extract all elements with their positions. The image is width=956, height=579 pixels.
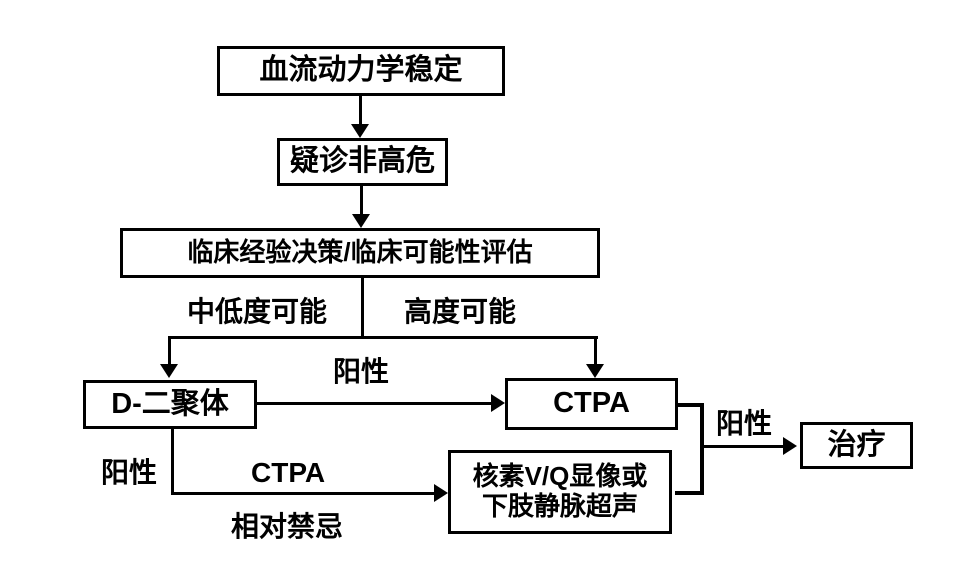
arrowhead-down-icon: [351, 124, 369, 138]
arrowhead-down-icon: [586, 364, 604, 378]
edge-label-ctpa-contraindicated-line2: 相对禁忌: [231, 511, 344, 542]
connector-bracket-to-treatment: [702, 445, 784, 448]
connector-vq-bracket-bottom: [675, 491, 704, 495]
arrowhead-right-icon: [434, 484, 448, 502]
edge-label-positive-ddimer-down: 阳性: [101, 457, 158, 488]
arrowhead-down-icon: [352, 214, 370, 228]
connector-suspected-to-assessment: [360, 186, 363, 214]
connector-hemodynamic-to-suspected: [359, 96, 362, 124]
edge-label-positive-to-treatment: 阳性: [716, 408, 773, 439]
node-vq-line2: 下肢静脉超声: [481, 491, 638, 521]
connector-ctpa-bracket-top: [678, 403, 704, 407]
connector-assessment-stem: [361, 278, 364, 339]
node-suspected-non-high-risk: 疑诊非高危: [277, 138, 448, 186]
node-clinical-probability-assessment: 临床经验决策/临床可能性评估: [120, 228, 600, 278]
connector-ddimer-to-ctpa: [257, 402, 492, 405]
node-treatment: 治疗: [800, 422, 913, 469]
connector-branch-bar: [168, 336, 598, 339]
node-vq-scan-or-leg-ultrasound: 核素V/Q显像或 下肢静脉超声: [448, 450, 672, 534]
node-ctpa: CTPA: [505, 378, 678, 430]
connector-ddimer-to-vq: [171, 492, 435, 495]
edge-label-ctpa-contraindicated-line1: CTPA: [251, 457, 326, 488]
edge-label-positive-ddimer-to-ctpa: 阳性: [333, 356, 390, 387]
connector-ddimer-down: [171, 429, 174, 494]
connector-branch-right-drop: [594, 336, 597, 365]
edge-label-low-mid-probability: 中低度可能: [187, 296, 328, 327]
edge-label-high-probability: 高度可能: [404, 296, 517, 327]
node-hemodynamically-stable: 血流动力学稳定: [217, 46, 505, 96]
node-vq-line1: 核素V/Q显像或: [472, 461, 648, 492]
arrowhead-right-icon: [491, 394, 505, 412]
node-d-dimer: D-二聚体: [83, 380, 257, 429]
arrowhead-down-icon: [160, 364, 178, 378]
connector-bracket-vertical: [700, 403, 704, 495]
arrowhead-right-icon: [783, 437, 797, 455]
connector-branch-left-drop: [168, 336, 171, 365]
